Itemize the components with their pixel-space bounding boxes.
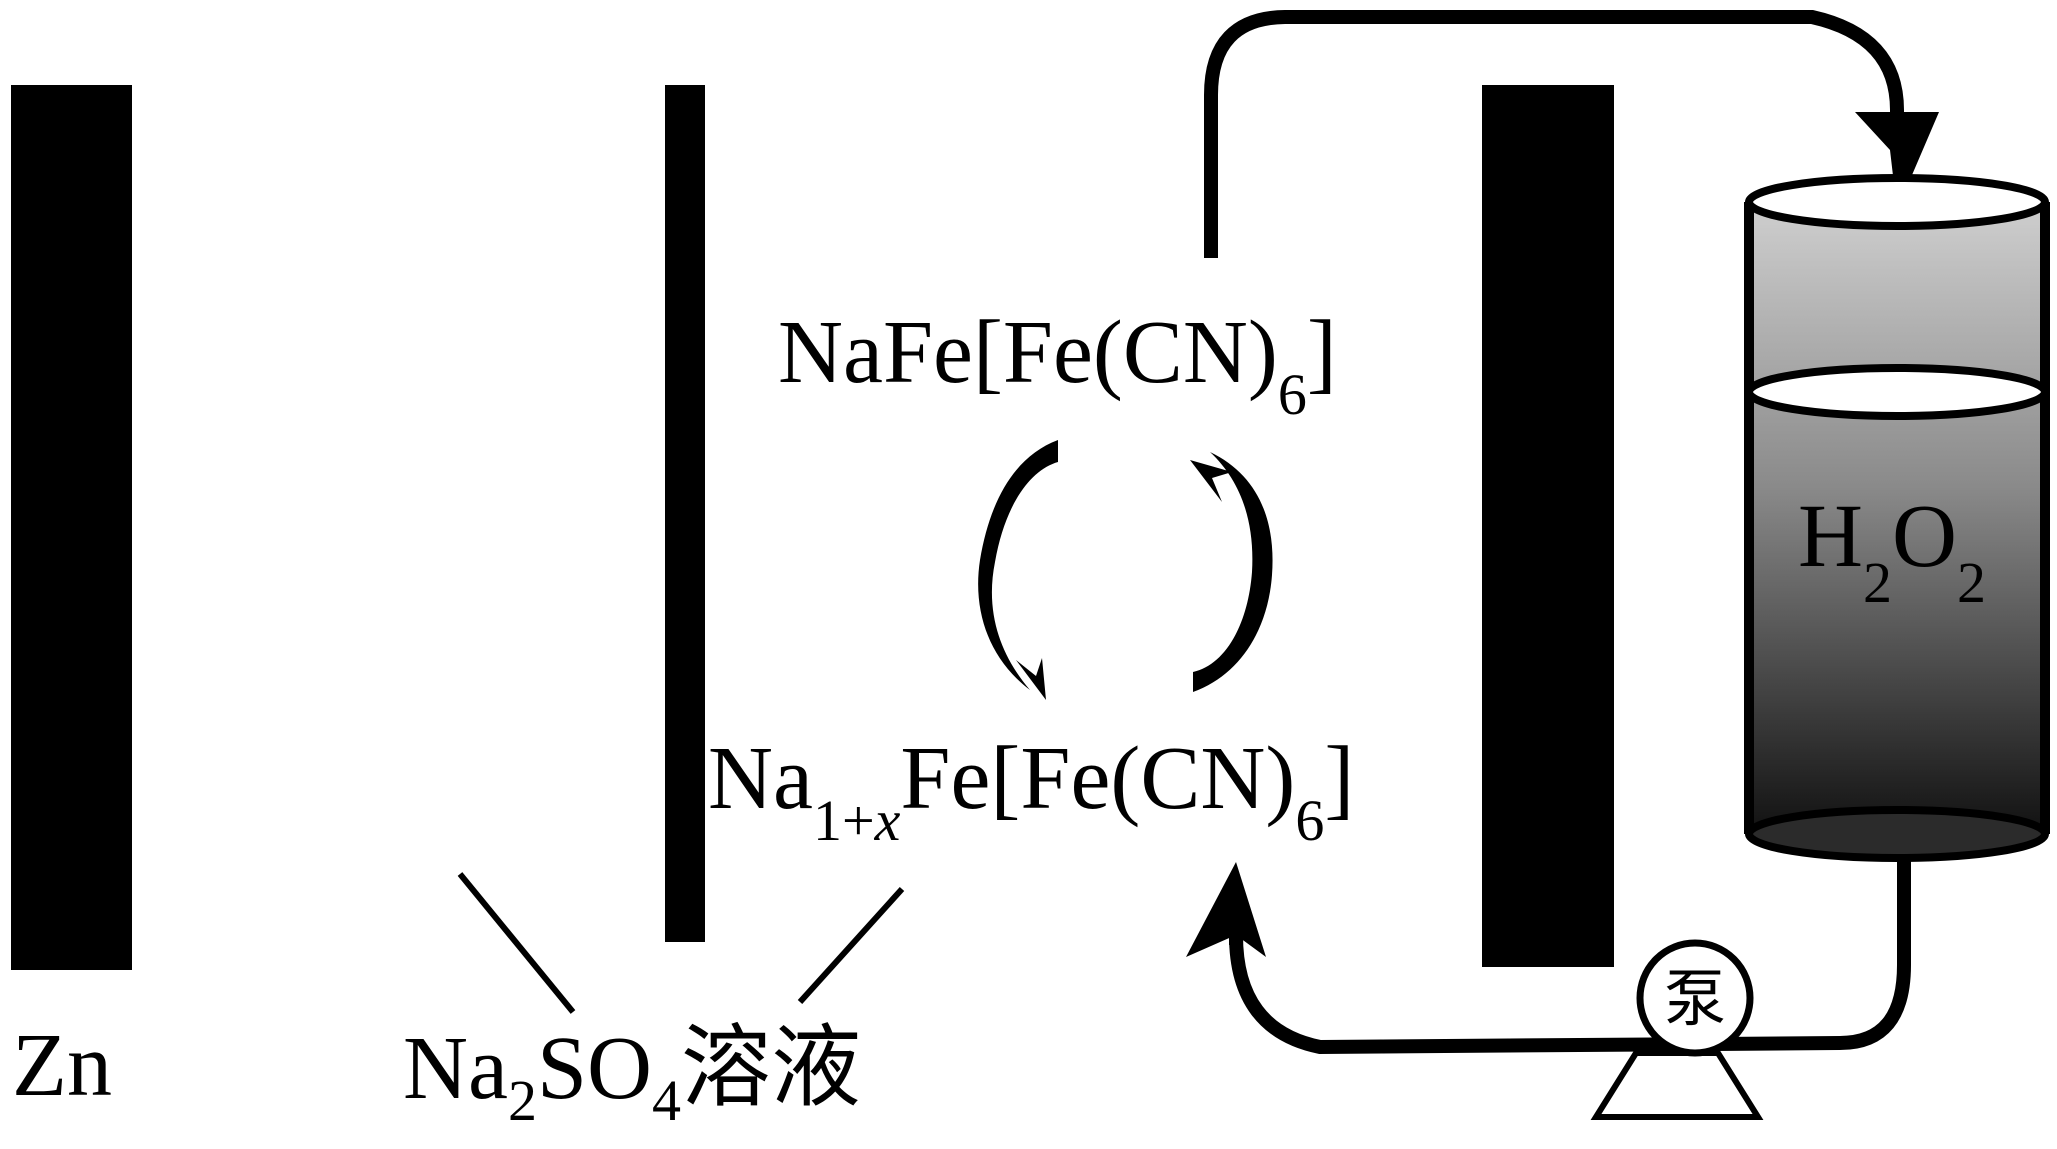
h2o2-tank-body bbox=[1749, 202, 2045, 834]
reduced-species-label: Na1+xFe[Fe(CN)6] bbox=[708, 729, 1354, 853]
cathode-electrode bbox=[1482, 85, 1614, 967]
pump-label: 泵 bbox=[1664, 966, 1726, 1034]
h2o2-tank-top bbox=[1745, 174, 2049, 230]
cycle-arrow-left-body bbox=[978, 440, 1058, 690]
cycle-arrow-right-head bbox=[1190, 460, 1232, 502]
h2o2-label: H2O2 bbox=[1798, 487, 1986, 615]
pump-icon bbox=[1636, 939, 1754, 1057]
electrolyte-leader-left bbox=[457, 872, 576, 1014]
h2o2-liquid-surface bbox=[1745, 364, 2049, 420]
electrolyte-label: Na2SO4溶液 bbox=[403, 1019, 861, 1133]
zn-label: Zn bbox=[12, 1016, 112, 1115]
circulation-pipe-bottom bbox=[1229, 860, 1911, 1055]
electrolyte-leader-right bbox=[797, 886, 905, 1005]
separator-membrane bbox=[665, 85, 705, 942]
pump-base bbox=[1590, 1050, 1764, 1120]
cycle-arrow-right-body bbox=[1193, 452, 1273, 692]
return-arrowhead bbox=[1186, 862, 1266, 957]
inflow-arrowhead bbox=[1855, 112, 1939, 210]
cycle-arrow-left-head bbox=[1016, 658, 1046, 700]
h2o2-tank-bottom bbox=[1745, 806, 2049, 862]
zn-electrode bbox=[11, 85, 132, 970]
circulation-pipe-top bbox=[1204, 10, 1904, 258]
oxidized-species-label: NaFe[Fe(CN)6] bbox=[778, 303, 1337, 427]
